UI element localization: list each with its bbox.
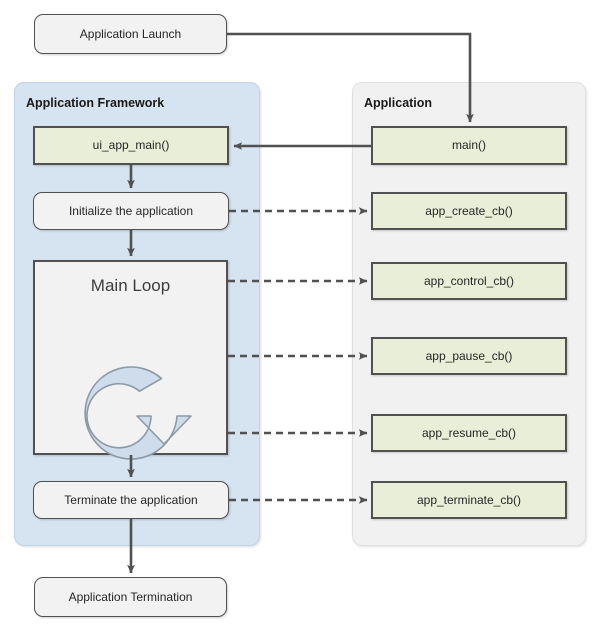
node-application-launch[interactable]: Application Launch	[34, 14, 227, 54]
node-app-pause-cb-label: app_pause_cb()	[425, 348, 513, 363]
node-app-create-cb-label: app_create_cb()	[425, 203, 513, 218]
node-app-resume-cb-label: app_resume_cb()	[421, 425, 517, 440]
node-app-terminate-cb-label: app_terminate_cb()	[416, 492, 522, 507]
node-initialize-the-application[interactable]: Initialize the application	[33, 192, 229, 230]
node-app-pause-cb[interactable]: app_pause_cb()	[371, 337, 567, 375]
node-application-termination[interactable]: Application Termination	[34, 577, 227, 617]
node-app-control-cb-label: app_control_cb()	[423, 273, 515, 288]
node-initialize-the-application-label: Initialize the application	[68, 203, 194, 218]
node-ui-app-main[interactable]: ui_app_main()	[33, 126, 229, 165]
node-main-loop-label: Main Loop	[90, 276, 171, 295]
node-main-loop[interactable]: Main Loop	[33, 260, 228, 460]
node-application-launch-label: Application Launch	[79, 26, 182, 41]
panel-title-application-framework: Application Framework	[26, 96, 165, 110]
node-terminate-the-application[interactable]: Terminate the application	[33, 481, 229, 519]
panel-title-application: Application	[364, 96, 433, 110]
node-ui-app-main-label: ui_app_main()	[92, 138, 170, 153]
node-app-terminate-cb[interactable]: app_terminate_cb()	[371, 481, 567, 519]
node-main-label: main()	[451, 138, 486, 153]
circular-arrow-icon	[83, 366, 192, 460]
node-app-control-cb[interactable]: app_control_cb()	[371, 262, 567, 300]
node-main[interactable]: main()	[371, 126, 567, 165]
node-app-resume-cb[interactable]: app_resume_cb()	[371, 414, 567, 452]
node-terminate-the-application-label: Terminate the application	[64, 492, 198, 507]
node-app-create-cb[interactable]: app_create_cb()	[371, 192, 567, 230]
node-application-termination-label: Application Termination	[68, 589, 193, 604]
